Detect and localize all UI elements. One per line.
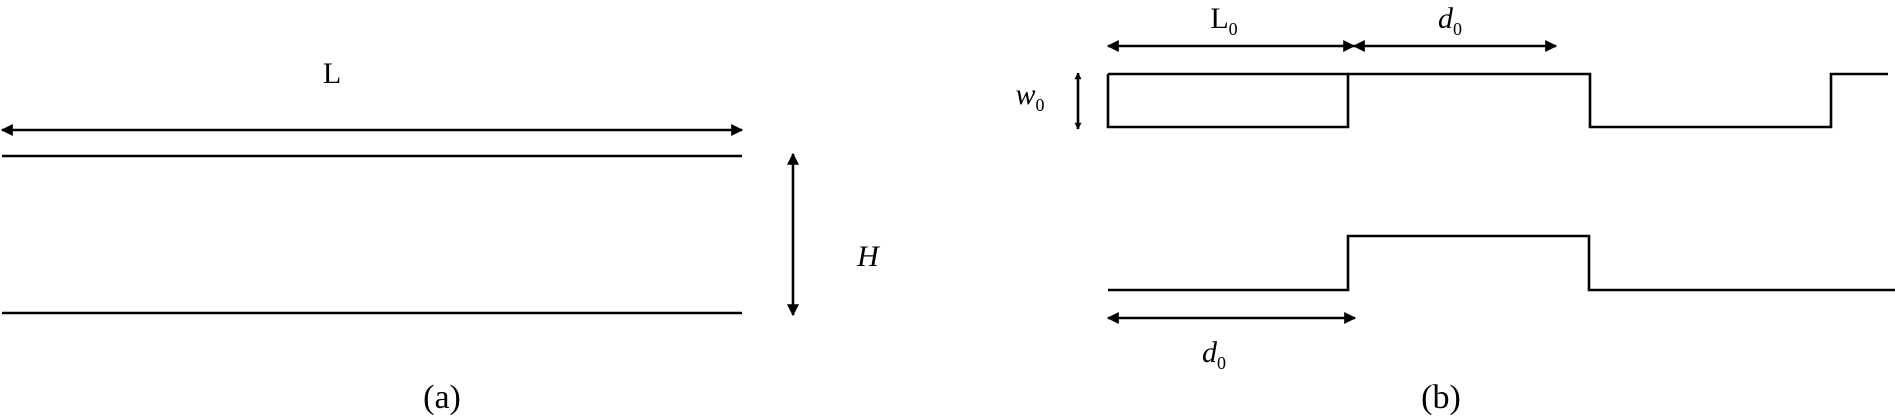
- upper-wall-with-bumps: [1106, 72, 1888, 129]
- bump-width-label: w0: [1015, 78, 1044, 115]
- offset-bottom-label: d0: [1202, 336, 1226, 373]
- panel-b-caption: (b): [1421, 379, 1461, 416]
- gap-top-label: d0: [1438, 2, 1462, 39]
- length-label: L: [323, 57, 341, 90]
- panel-a: L H (a): [0, 57, 881, 416]
- panel-a-caption: (a): [423, 379, 461, 416]
- panel-b: L0 d0 w0 d0 (b): [1015, 2, 1895, 416]
- bump-length-label: L0: [1210, 2, 1237, 39]
- height-label: H: [856, 240, 881, 273]
- lower-wall-with-bump: [1108, 234, 1895, 292]
